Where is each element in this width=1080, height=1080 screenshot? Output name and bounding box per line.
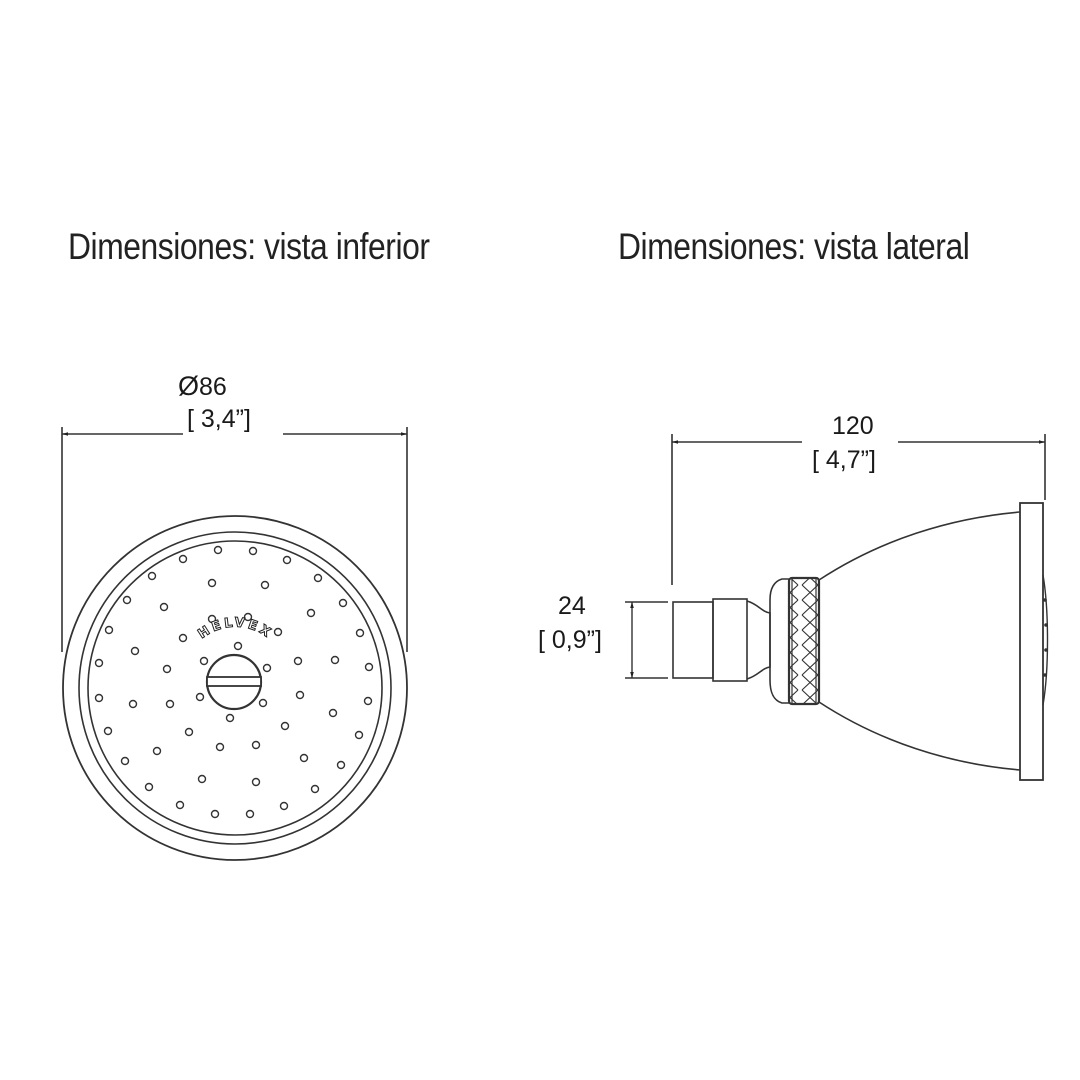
bell-bottom-edge <box>818 701 1021 771</box>
connector-neck <box>746 600 771 680</box>
brand-mark: HELVEX <box>196 615 276 642</box>
connector-nut <box>712 598 748 682</box>
swivel-cap <box>769 578 789 704</box>
knurled-ring-icon <box>787 576 821 706</box>
side-view-drawing <box>625 434 1049 781</box>
diameter-inches: [ 3,4”] <box>187 405 251 433</box>
spray-holes-icon <box>94 545 374 819</box>
outer-ring <box>62 515 408 861</box>
side-view-title: Dimensiones: vista lateral <box>618 226 970 267</box>
inner-ring <box>87 540 383 836</box>
middle-ring <box>78 531 392 845</box>
bell-top-edge <box>818 511 1021 581</box>
bottom-view-title: Dimensiones: vista inferior <box>68 226 430 267</box>
bottom-view-drawing: HELVEX <box>61 427 408 861</box>
face-plate <box>1019 502 1044 781</box>
center-knob-icon <box>205 653 263 711</box>
diameter-mm: 86 <box>199 373 227 401</box>
diameter-symbol: Ø <box>178 371 200 401</box>
face-dome <box>1042 574 1049 706</box>
length-inches: [ 4,7”] <box>812 446 876 474</box>
connector-inlet <box>672 601 714 679</box>
diameter-label: Ø86 <box>178 372 227 401</box>
length-mm: 120 <box>832 412 874 440</box>
connector-height-mm: 24 <box>558 592 586 620</box>
connector-height-inches: [ 0,9”] <box>538 626 602 654</box>
